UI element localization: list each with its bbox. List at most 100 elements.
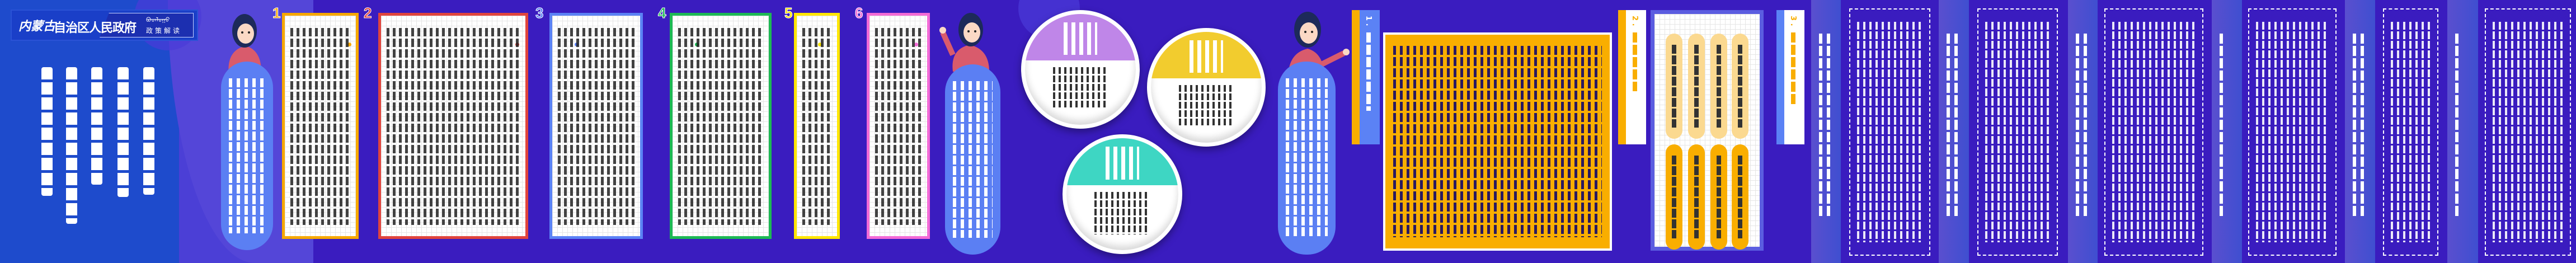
answer-text xyxy=(2256,22,2329,242)
measure-pill xyxy=(1732,34,1748,139)
question-text xyxy=(2455,34,2461,218)
question-text xyxy=(2076,34,2090,218)
measure-pill xyxy=(1666,144,1682,250)
measures-box xyxy=(1651,10,1764,251)
pill-text xyxy=(1694,45,1699,128)
pill-text xyxy=(1717,45,1721,128)
question-strip xyxy=(2447,0,2478,263)
presenter-illustration xyxy=(939,13,989,72)
circle-title xyxy=(1064,22,1097,55)
circle-title xyxy=(1190,40,1223,73)
question-strip xyxy=(2212,0,2242,263)
question-text xyxy=(2220,34,2225,218)
circle-text xyxy=(1094,192,1150,234)
circle-cap xyxy=(1066,138,1178,185)
answer-text xyxy=(2493,22,2563,242)
question-strip xyxy=(1811,0,1841,263)
question-text xyxy=(2353,34,2367,218)
pill-text xyxy=(1717,156,1721,238)
card-text xyxy=(678,28,763,225)
bubble-text xyxy=(1286,78,1328,238)
pill-text xyxy=(1694,156,1699,238)
answer-text xyxy=(2391,22,2431,242)
header-text xyxy=(1633,32,1637,91)
speech-bubble xyxy=(221,62,273,250)
summary-card xyxy=(1383,32,1612,251)
section-number: 1 xyxy=(272,4,281,22)
summary-text xyxy=(1393,46,1602,237)
policy-card xyxy=(282,13,359,239)
policy-card xyxy=(549,13,643,239)
section-number: 3 xyxy=(535,4,544,22)
measure-pill xyxy=(1732,144,1748,250)
measure-pill xyxy=(1710,34,1727,139)
logo-calligraphy: 内蒙古 xyxy=(18,19,56,34)
pill-text xyxy=(1738,156,1742,238)
pill-text xyxy=(1672,45,1676,128)
header-text xyxy=(1366,32,1371,111)
question-strip xyxy=(2068,0,2098,263)
info-circle-purple xyxy=(1021,10,1140,129)
answer-box xyxy=(2248,8,2337,256)
card-text xyxy=(387,28,520,225)
section-header-2: 2 . xyxy=(1618,10,1646,144)
header-number: 1 . xyxy=(1364,16,1372,26)
title-line xyxy=(117,67,129,197)
bubble-text xyxy=(953,81,993,238)
title-line xyxy=(66,67,77,224)
policy-card xyxy=(867,13,930,239)
card-text xyxy=(558,28,634,225)
info-circle-teal xyxy=(1063,134,1182,254)
question-strip xyxy=(1939,0,1969,263)
header-number: 3 . xyxy=(1789,16,1797,26)
column-title: 政策解读 xyxy=(146,27,182,35)
pill-text xyxy=(1672,156,1676,238)
section-number: 5 xyxy=(784,4,793,22)
section-number: 4 xyxy=(657,4,666,22)
card-text xyxy=(290,28,350,225)
bubble-text xyxy=(229,78,265,233)
policy-card xyxy=(794,13,840,239)
pill-text xyxy=(1738,45,1742,128)
measure-pill xyxy=(1688,144,1705,250)
circle-cap xyxy=(1151,32,1262,79)
banner-frame xyxy=(100,13,194,37)
section-header-3: 3 . xyxy=(1776,10,1804,144)
section-number: 6 xyxy=(854,4,863,22)
measure-pill xyxy=(1710,144,1727,250)
answer-box xyxy=(1977,8,2058,256)
question-strip xyxy=(2345,0,2375,263)
answer-box xyxy=(2104,8,2203,256)
speech-bubble xyxy=(1278,62,1336,255)
card-text xyxy=(875,28,922,225)
column-mongolian-title: ᠪᠣᠳᠯᠣᠭᠣ xyxy=(146,16,170,24)
circle-cap xyxy=(1025,14,1136,61)
answer-text xyxy=(2112,22,2196,242)
policy-card xyxy=(670,13,772,239)
title-line xyxy=(143,67,154,195)
circle-text xyxy=(1178,85,1234,128)
government-name: 自治区人民政府 xyxy=(54,21,137,35)
government-logo-banner: 内蒙古 自治区人民政府 ᠪᠣᠳᠯᠣᠭᠣ 政策解读 xyxy=(11,10,198,41)
circle-text xyxy=(1052,67,1108,110)
measure-pill xyxy=(1666,34,1682,139)
policy-card xyxy=(378,13,528,239)
answer-text xyxy=(1985,22,2050,242)
section-header-1: 1 . xyxy=(1352,10,1380,144)
answer-text xyxy=(1857,22,1922,242)
section-number: 2 xyxy=(363,4,372,22)
answer-box xyxy=(1849,8,1930,256)
header-text xyxy=(1791,32,1795,105)
circle-title xyxy=(1106,147,1139,180)
question-text xyxy=(1819,34,1834,218)
measure-pill xyxy=(1688,34,1705,139)
question-text xyxy=(1947,34,1961,218)
title-line xyxy=(91,67,102,185)
info-circle-yellow xyxy=(1147,28,1266,147)
title-line xyxy=(41,67,53,196)
card-text xyxy=(802,28,831,225)
answer-box xyxy=(2485,8,2571,256)
header-number: 2 . xyxy=(1630,16,1639,26)
answer-box xyxy=(2383,8,2438,256)
speech-bubble xyxy=(945,64,1000,255)
